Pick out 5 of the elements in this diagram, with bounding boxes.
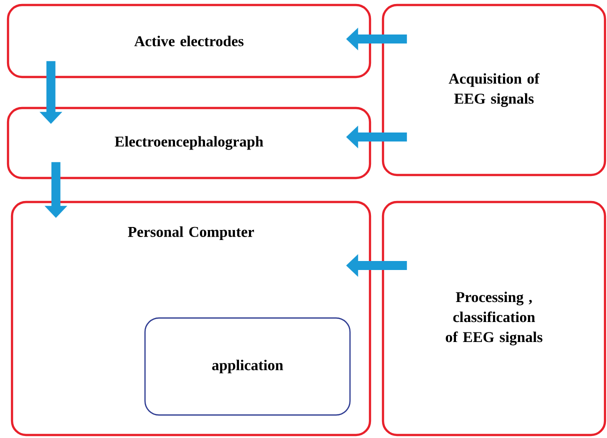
- process-box: Active electrodes: [6, 4, 372, 78]
- application-box: application: [144, 317, 351, 416]
- process-box: Electroencephalograph: [6, 106, 372, 180]
- process-box: Acquisition of EEG signals: [382, 4, 606, 176]
- process-box: Processing , classification of EEG signals: [382, 200, 606, 436]
